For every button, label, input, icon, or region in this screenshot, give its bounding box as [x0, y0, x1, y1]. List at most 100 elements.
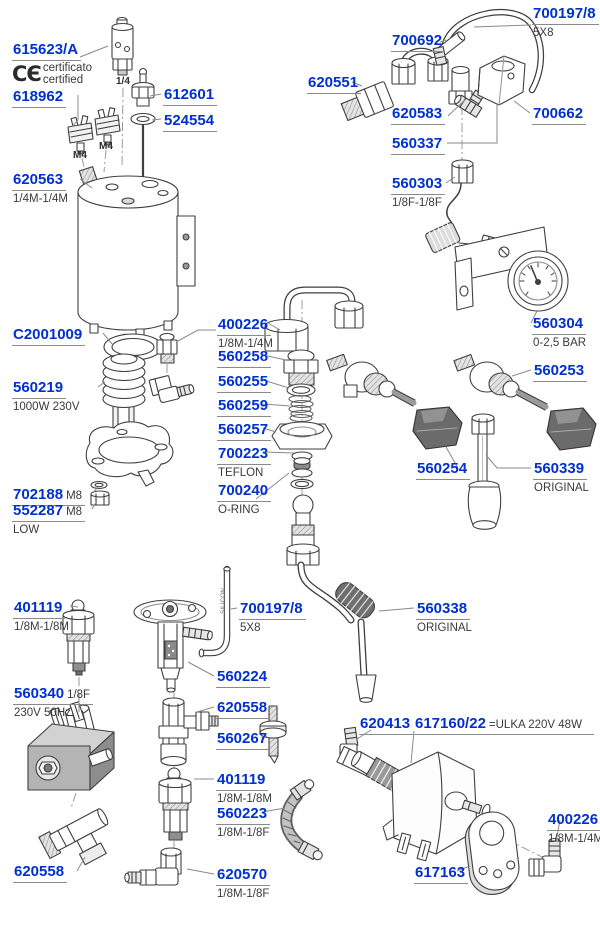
leader-lines — [69, 24, 561, 875]
part-label-700692[interactable]: 700692 — [391, 32, 446, 52]
part-label-620551[interactable]: 620551 — [307, 74, 362, 94]
antivac-valve-drawing — [133, 565, 231, 693]
part-number-link[interactable]: 620558 — [14, 863, 65, 880]
part-number-link[interactable]: 400226 — [548, 811, 599, 828]
part-label-612601[interactable]: 612601 — [163, 86, 218, 106]
part-number-link[interactable]: 702188 — [13, 486, 64, 503]
part-number-link[interactable]: 618962 — [13, 88, 64, 105]
part-number-link[interactable]: 560259 — [218, 397, 269, 414]
part-number-link[interactable]: 401119 — [14, 599, 63, 616]
part-label-560257[interactable]: 560257 — [217, 421, 272, 441]
part-number-link[interactable]: 560338 — [417, 600, 468, 617]
part-number-link[interactable]: 615623/A — [13, 41, 79, 58]
part-number-link[interactable]: 560337 — [392, 135, 443, 152]
part-number-link[interactable]: 560303 — [392, 175, 443, 192]
part-number-link[interactable]: 612601 — [164, 86, 215, 103]
part-label-560259[interactable]: 560259 — [217, 397, 272, 417]
heating-element-drawing — [85, 353, 174, 506]
part-number-link[interactable]: 700662 — [533, 105, 584, 122]
part-label-560255[interactable]: 560255 — [217, 373, 272, 393]
part-label-61716022[interactable]: 617160/22=ULKA 220V 48W — [414, 715, 594, 735]
part-label-C2001009[interactable]: C2001009 — [12, 326, 86, 346]
tee-middle-drawing — [158, 697, 219, 767]
part-label-560258[interactable]: 560258 — [217, 348, 272, 368]
part-number-link[interactable]: 700197/8 — [533, 5, 596, 22]
part-label-620558[interactable]: 620558 — [13, 863, 68, 883]
part-number-link[interactable]: 560223 — [217, 805, 268, 822]
part-label-560267[interactable]: 560267 — [216, 730, 271, 750]
fitting-stack-drawing — [271, 349, 333, 490]
part-number-link[interactable]: 700223 — [218, 445, 269, 462]
part-number-link[interactable]: 620570 — [217, 866, 268, 883]
part-label-401119[interactable]: 401119 1/8M-1/8M — [216, 771, 273, 806]
part-description: 1/8M-1/8M — [217, 793, 272, 805]
part-description: O-RING — [218, 504, 260, 516]
outlet-pipe-drawing — [264, 286, 364, 352]
part-number-link[interactable]: 560258 — [218, 348, 269, 365]
expansion-valve-mid-drawing — [158, 767, 192, 841]
part-label-560337[interactable]: 560337 — [391, 135, 446, 155]
part-number-link[interactable]: 560219 — [13, 379, 64, 396]
valve-left-drawing — [326, 353, 463, 450]
part-number-link[interactable]: 560257 — [218, 421, 269, 438]
part-number-link[interactable]: 617163 — [415, 864, 466, 881]
part-number-link[interactable]: 620563 — [13, 171, 64, 188]
part-description: LOW — [13, 524, 40, 536]
part-label-618962[interactable]: 618962 — [12, 88, 67, 108]
part-number-link[interactable]: 560304 — [533, 315, 584, 332]
part-number-link[interactable]: 700240 — [218, 482, 269, 499]
mounting-plate-drawing — [464, 811, 520, 896]
part-number-link[interactable]: 620558 — [217, 699, 268, 716]
part-number-link[interactable]: C2001009 — [13, 326, 83, 343]
part-number-link[interactable]: 400226 — [218, 316, 269, 333]
part-label-560254[interactable]: 560254 — [416, 460, 471, 480]
part-label-620583[interactable]: 620583 — [391, 105, 446, 125]
part-label-700662[interactable]: 700662 — [532, 105, 587, 125]
part-number-link[interactable]: 560254 — [417, 460, 468, 477]
part-label-560253[interactable]: 560253 — [533, 362, 588, 382]
part-label-617163[interactable]: 617163 — [414, 864, 469, 884]
part-label-524554[interactable]: 524554 — [163, 112, 218, 132]
part-number-link[interactable]: 560255 — [218, 373, 269, 390]
part-number-link[interactable]: 560267 — [217, 730, 268, 747]
part-number-link[interactable]: 524554 — [164, 112, 215, 129]
part-number-link[interactable]: 552287 — [13, 502, 64, 519]
part-number-link[interactable]: 560224 — [217, 668, 268, 685]
part-number-link[interactable]: 617160/22 — [415, 715, 486, 732]
part-label-620413[interactable]: 620413 — [359, 715, 414, 735]
ce-mark-icon: CЄ — [12, 62, 42, 87]
part-label-560224[interactable]: 560224 — [216, 668, 271, 688]
part-number-link[interactable]: 700692 — [392, 32, 443, 49]
part-number-link[interactable]: 560253 — [534, 362, 585, 379]
part-number-link[interactable]: 620583 — [392, 105, 443, 122]
part-number-link[interactable]: 620551 — [308, 74, 359, 91]
part-number-link[interactable]: 700197/8 — [240, 600, 303, 617]
part-number-link[interactable]: 560339 — [534, 460, 585, 477]
part-number-link[interactable]: 560340 — [14, 685, 65, 702]
part-number-link[interactable]: 401119 — [217, 771, 266, 788]
part-note: M8 — [66, 490, 83, 502]
part-number-link[interactable]: 620413 — [360, 715, 411, 732]
part-label-620558[interactable]: 620558 — [216, 699, 271, 719]
